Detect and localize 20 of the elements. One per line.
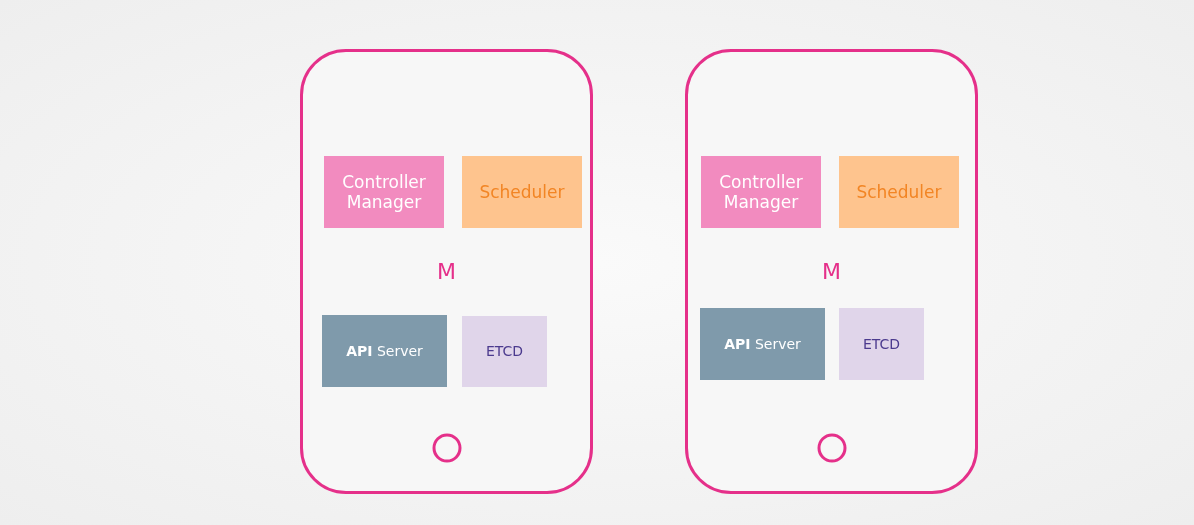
master-label: M [822, 259, 841, 286]
component-label: Scheduler [856, 181, 942, 203]
component-box [462, 156, 582, 228]
component-box [701, 156, 821, 228]
component-label: API Server [346, 342, 423, 360]
component-label: API Server [724, 335, 801, 353]
component-label: ETCD [485, 343, 524, 360]
component-box [462, 316, 547, 387]
component-label: ETCD [862, 335, 901, 353]
component-box [700, 308, 825, 380]
master-label: M [437, 259, 456, 286]
component-box [839, 156, 959, 228]
component-box [322, 315, 447, 387]
component-box [324, 156, 444, 228]
component-box [839, 308, 924, 380]
phone-outline [685, 49, 978, 494]
component-label: Controller Manager [718, 171, 804, 213]
phone-outline [300, 49, 593, 494]
component-label: Scheduler [479, 181, 565, 203]
component-label: Controller Manager [341, 171, 427, 213]
